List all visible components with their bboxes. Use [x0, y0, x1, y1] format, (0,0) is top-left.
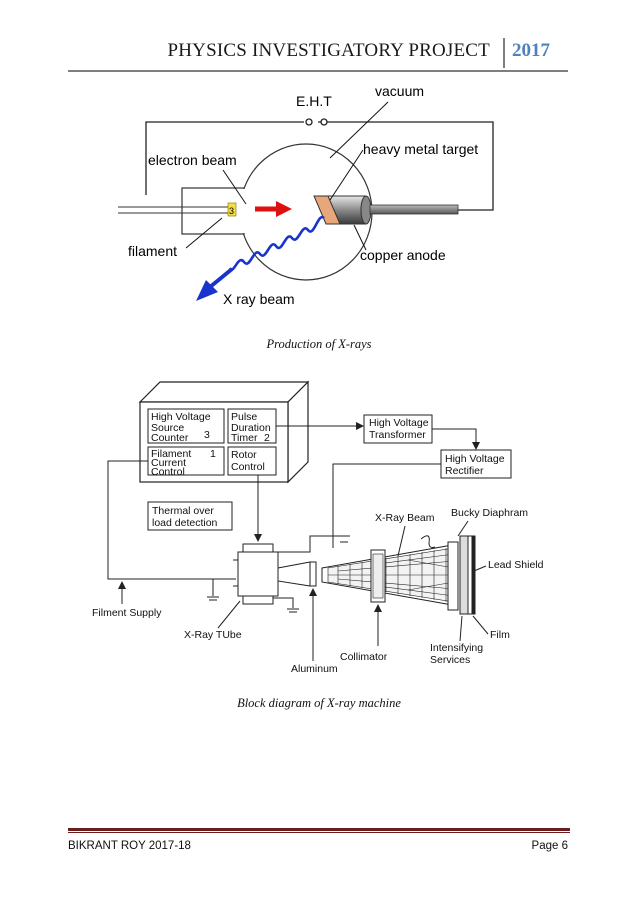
tube-label: X-Ray TUbe — [184, 629, 242, 641]
intensifying-line2: Services — [430, 654, 470, 666]
rotor-line2: Control — [231, 461, 265, 473]
xray-production-diagram: E.H.T vacuum 3 electron beam heavy metal… — [118, 83, 494, 307]
hv-source-line2: Source — [151, 422, 184, 434]
filament-label: filament — [128, 243, 177, 259]
xray-beam-label: X ray beam — [223, 291, 295, 307]
footer-author: BIKRANT ROY 2017-18 — [68, 840, 191, 852]
hv-transformer-line2: Transformer — [369, 429, 426, 441]
figure1-caption: Production of X-rays — [266, 337, 372, 351]
filament-line3: Control — [151, 466, 185, 478]
footer-rule — [68, 828, 570, 831]
rotor-line1: Rotor — [231, 449, 257, 461]
film-label: Film — [490, 629, 510, 641]
aluminum-label: Aluminum — [291, 663, 338, 675]
anode-label: copper anode — [360, 247, 446, 263]
filament-num: 1 — [210, 448, 216, 460]
target-label: heavy metal target — [363, 141, 478, 157]
hv-rectifier-line2: Rectifier — [445, 465, 484, 477]
hv-source-line1: High Voltage — [151, 411, 211, 423]
footer-page-number: Page 6 — [531, 840, 568, 852]
xray-beam-label: X-Ray Beam — [375, 512, 435, 524]
collimator-label: Collimator — [340, 651, 388, 663]
hv-source-line3: Counter — [151, 432, 189, 444]
xray-machine-block-diagram: High Voltage Source Counter 3 Pulse Dura… — [92, 380, 544, 675]
pulse-line1: Pulse — [231, 411, 257, 423]
footer-rule-thin — [68, 832, 570, 833]
electron-beam-label: electron beam — [148, 152, 237, 168]
header-year: 2017 — [512, 40, 550, 61]
thermal-line1: Thermal over — [152, 505, 214, 517]
hv-source-num: 3 — [204, 429, 210, 441]
pulse-num: 2 — [264, 432, 270, 444]
pulse-line3: Timer — [231, 432, 258, 444]
filament-marker: 3 — [229, 206, 234, 216]
eht-label: E.H.T — [296, 93, 332, 109]
filament-line2: Current — [151, 457, 186, 469]
header-title: PHYSICS INVESTIGATORY PROJECT — [167, 40, 490, 61]
thermal-line2: load detection — [152, 517, 218, 529]
vacuum-label: vacuum — [375, 83, 424, 99]
hv-transformer-line1: High Voltage — [369, 417, 429, 429]
filament-line1: Filament — [151, 448, 191, 460]
pulse-line2: Duration — [231, 422, 271, 434]
intensifying-line1: Intensifying — [430, 642, 483, 654]
hv-rectifier-line1: High Voltage — [445, 453, 505, 465]
header-separator — [503, 38, 505, 68]
bucky-label: Bucky Diaphram — [451, 507, 528, 519]
header-rule — [68, 70, 568, 72]
supply-label: Filment Supply — [92, 607, 162, 619]
lead-shield-label: Lead Shield — [488, 559, 544, 571]
xray-beam-grid — [327, 547, 455, 603]
figure2-caption: Block diagram of X-ray machine — [237, 696, 401, 710]
